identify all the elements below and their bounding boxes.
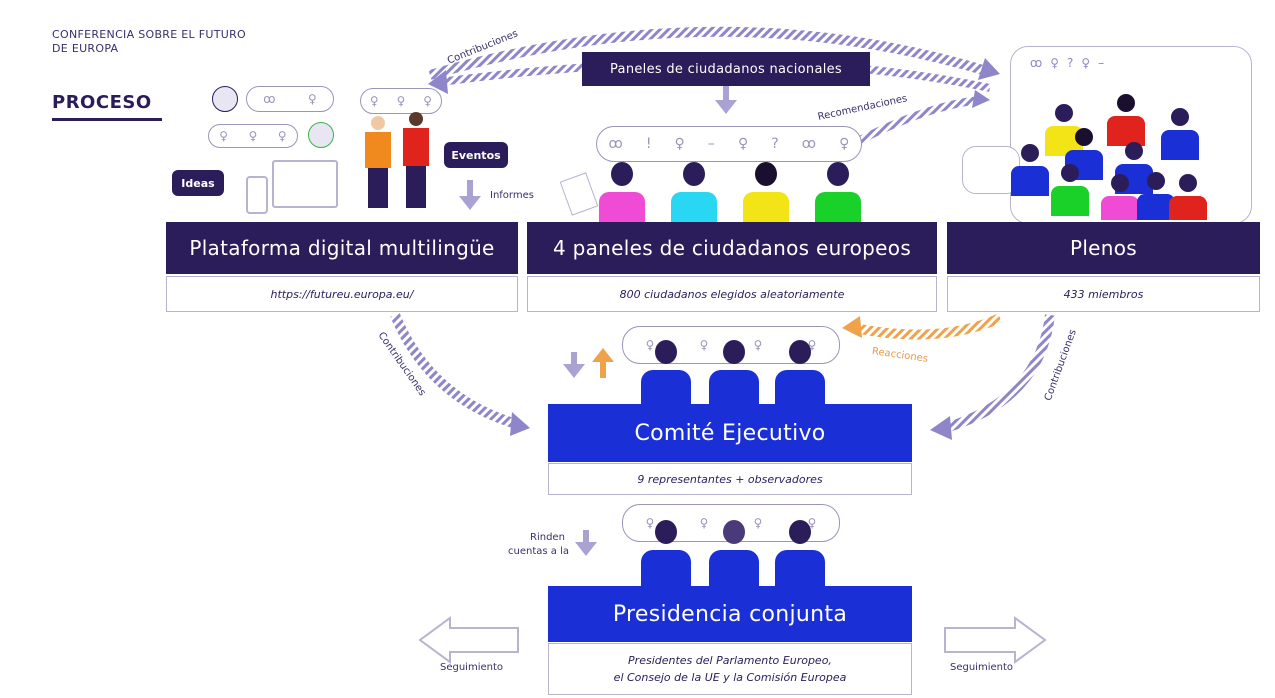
question-icon: ?: [771, 136, 779, 152]
lightbulb-icon: ♀: [645, 338, 655, 352]
lightbulb-icon: ♀: [369, 94, 379, 108]
lightbulb-icon: ♀: [807, 516, 817, 530]
speech-bubble-icon: ꝏ: [608, 136, 623, 152]
paneles-title: 4 paneles de ciudadanos europeos: [527, 222, 937, 274]
arrow-top-arc: [428, 26, 992, 80]
proceso-title: PROCESO: [52, 92, 152, 113]
citizen-green: [814, 162, 862, 222]
comite-member: [708, 340, 760, 404]
lightbulb-icon: ♀: [277, 129, 287, 143]
lightbulb-icon: ♀: [807, 338, 817, 352]
ideas-pill: Ideas: [172, 170, 224, 196]
citizen-cyan: [670, 162, 718, 222]
speech-bubble-icon: ꝏ: [801, 136, 817, 152]
question-icon: !: [645, 136, 652, 152]
citizen-magenta: [598, 162, 646, 222]
label-cuentas: cuentas a la: [508, 546, 569, 557]
crowd: [1010, 94, 1210, 222]
plenos-icons: ꝏ♀?♀–: [1030, 56, 1113, 70]
comite-subtitle: 9 representantes + observadores: [548, 463, 912, 495]
presidencia-title: Presidencia conjunta: [548, 586, 912, 642]
eventos-pill: Eventos: [444, 142, 508, 168]
lightbulb-icon: ♀: [248, 129, 258, 143]
lightbulb-icon: ♀: [219, 129, 229, 143]
paneles-nacionales-banner: Paneles de ciudadanos nacionales: [582, 52, 870, 86]
lightbulb-icon: ♀: [645, 516, 655, 530]
lightbulb-icon: ♀: [307, 92, 317, 106]
header-line-2: DE EUROPA: [52, 42, 119, 55]
idea-bubble-1: ꝏ♀: [246, 86, 334, 112]
plataforma-title: Plataforma digital multilingüe: [166, 222, 518, 274]
presidencia-member: [640, 520, 692, 586]
comite-title: Comité Ejecutivo: [548, 404, 912, 462]
avatar-icon: [212, 86, 238, 112]
plenos-title: Plenos: [947, 222, 1260, 274]
proceso-underline: [52, 118, 162, 121]
presidencia-sub-line-1: Presidentes del Parlamento Europeo,: [628, 654, 832, 667]
lightbulb-icon: ♀: [396, 94, 406, 108]
person-orange: [364, 116, 392, 212]
arrow-seguimiento-left: [418, 616, 519, 664]
comite-member: [640, 340, 692, 404]
citizen-yellow: [742, 162, 790, 222]
laptop-icon: [272, 160, 338, 208]
lightbulb-icon: ♀: [753, 338, 763, 352]
plenos-subtitle: 433 miembros: [947, 276, 1260, 312]
arrow-reacciones: [854, 313, 1003, 340]
presidencia-member: [708, 520, 760, 586]
plenos-bubble-small: [962, 146, 1020, 194]
phone-icon: [246, 176, 268, 214]
lightbulb-icon: ♀: [699, 338, 709, 352]
arrow-recomendaciones: [858, 96, 981, 144]
label-informes: Informes: [490, 190, 534, 201]
arrow-left-contribuciones: [390, 313, 522, 430]
presidencia-sub-line-2: el Consejo de la UE y la Comisión Europe…: [613, 671, 847, 684]
presidencia-subtitle: Presidentes del Parlamento Europeo, el C…: [548, 643, 912, 695]
lightbulb-icon: ♀: [839, 136, 850, 152]
paneles-subtitle: 800 ciudadanos elegidos aleatoriamente: [527, 276, 937, 312]
idea-bubble-2: ♀ ♀ ♀: [208, 124, 298, 148]
panel-ideas-bubble: ꝏ ! ♀ – ♀ ? ꝏ ♀: [596, 126, 862, 162]
plataforma-subtitle: https://futureu.europa.eu/: [166, 276, 518, 312]
presidencia-member: [774, 520, 826, 586]
arrow-right-contribuciones: [943, 314, 1055, 433]
lightbulb-icon: ♀: [699, 516, 709, 530]
arrow-seguimiento-right: [944, 616, 1047, 664]
person-red: [402, 112, 430, 212]
lightbulb-icon: ♀: [753, 516, 763, 530]
avatar-icon: [308, 122, 334, 148]
lightbulb-icon: ♀: [737, 136, 749, 152]
lightbulb-icon: ♀: [423, 94, 433, 108]
label-rinden: Rinden: [530, 532, 565, 543]
idea-bubble-3: ♀ ♀ ♀: [360, 88, 442, 114]
header-line-1: CONFERENCIA SOBRE EL FUTURO: [52, 28, 247, 41]
label-seguimiento-left: Seguimiento: [440, 662, 504, 673]
comite-member: [774, 340, 826, 404]
label-seguimiento-right: Seguimiento: [950, 662, 1014, 673]
lightbulb-icon: ♀: [674, 136, 685, 152]
speech-bubble-icon: ꝏ: [263, 92, 276, 106]
